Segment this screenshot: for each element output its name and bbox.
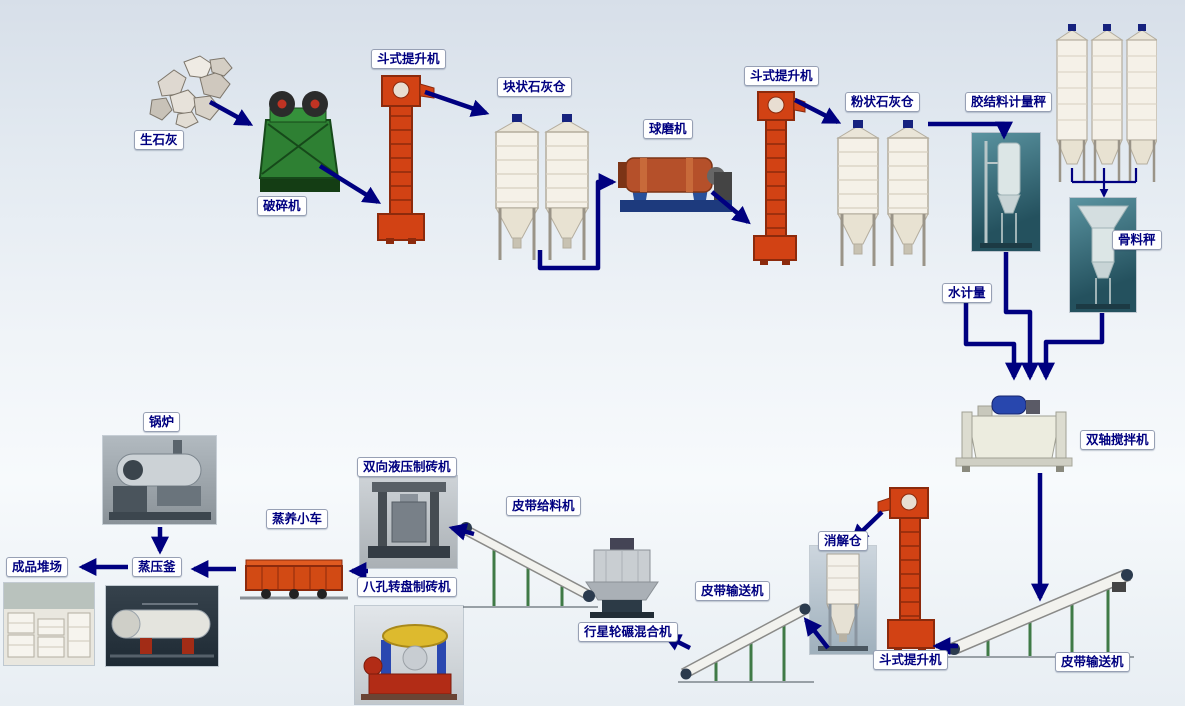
powder-lime-silo-label: 粉状石灰仓 [845,92,920,112]
mixer-icon [955,395,1073,472]
conveyor-icon [678,603,814,683]
steam-curing-cart-illustration [240,548,348,604]
bucket-elevator-icon [877,487,935,653]
conveyor-icon [948,569,1134,658]
bucket-elevator-icon [753,91,806,265]
product-yard-illustration [4,583,94,665]
bucket-elevator-2-label: 斗式提升机 [744,66,819,86]
weigh-hopper-icon [1076,205,1130,309]
brick-stacks-icon [4,583,94,658]
quicklime-label: 生石灰 [134,130,184,150]
lump-lime-silo-illustration [492,112,592,264]
bucket-elevator-1-label: 斗式提升机 [371,49,446,69]
planetary-mixer-icon [585,538,659,618]
metering-tank-icon [980,141,1032,248]
curing-cart-icon [240,559,348,600]
binder-scale-illustration [972,133,1040,251]
conveyor-icon [459,522,598,608]
planetary-mixer-label: 行星轮碾混合机 [578,622,678,642]
bucket-elevator-1-illustration [366,72,436,244]
autoclave-vessel-icon [110,603,214,658]
steam-curing-cart-label: 蒸养小车 [266,509,329,529]
aggregate-silos-illustration [1052,22,1157,187]
bucket-elevator-3-illustration [876,486,942,654]
boiler-label: 锅炉 [143,412,181,432]
aggregate-scale-illustration [1070,198,1136,312]
rotary-brick-machine-label: 八孔转盘制砖机 [357,577,457,597]
belt-feeder-label: 皮带给料机 [506,496,581,516]
crusher-icon [258,91,340,192]
slaking-bin-illustration [810,546,876,654]
belt-conveyor-2-label: 皮带输送机 [695,581,770,601]
rocks-icon [149,55,233,129]
powder-lime-silo-illustration [836,118,931,270]
belt-conveyor-1-label: 皮带输送机 [1055,652,1130,672]
rotary-press-icon [361,624,457,700]
press-icon [368,482,450,558]
crusher-label: 破碎机 [257,196,307,216]
twin-shaft-mixer-label: 双轴搅拌机 [1080,430,1155,450]
lump-lime-silo-label: 块状石灰仓 [497,77,572,97]
product-yard-label: 成品堆场 [6,557,69,577]
planetary-mixer-illustration [576,538,668,620]
silo-pair-icon [836,120,930,266]
water-metering-label: 水计量 [942,283,992,303]
bucket-elevator-3-label: 斗式提升机 [873,650,948,670]
quicklime-rocks-illustration [140,52,240,130]
ball-mill-illustration [616,136,736,216]
ball-mill-label: 球磨机 [643,119,693,139]
belt-conveyor-2-illustration [676,593,816,683]
hydraulic-brick-machine-illustration [360,476,457,568]
slaking-silo-icon [818,553,868,651]
bucket-elevator-2-illustration [744,88,806,266]
rotary-brick-machine-illustration [355,606,463,704]
slaking-bin-label: 消解仓 [818,531,868,551]
belt-feeder-illustration [458,514,600,610]
twin-shaft-mixer-illustration [948,382,1078,472]
crusher-illustration [252,88,347,196]
silo-trio-icon [1055,24,1157,182]
silo-pair-icon [494,114,590,260]
aggregate-scale-label: 骨料秤 [1112,230,1162,250]
ball-mill-icon [618,157,732,212]
autoclave-illustration [106,586,218,666]
binder-scale-label: 胶结料计量秤 [965,92,1053,112]
autoclave-label: 蒸压釜 [132,557,182,577]
boiler-illustration [103,436,216,524]
hydraulic-brick-machine-label: 双向液压制砖机 [357,457,457,477]
boiler-icon [109,440,211,520]
bucket-elevator-icon [377,75,435,244]
belt-conveyor-1-illustration [946,560,1136,660]
